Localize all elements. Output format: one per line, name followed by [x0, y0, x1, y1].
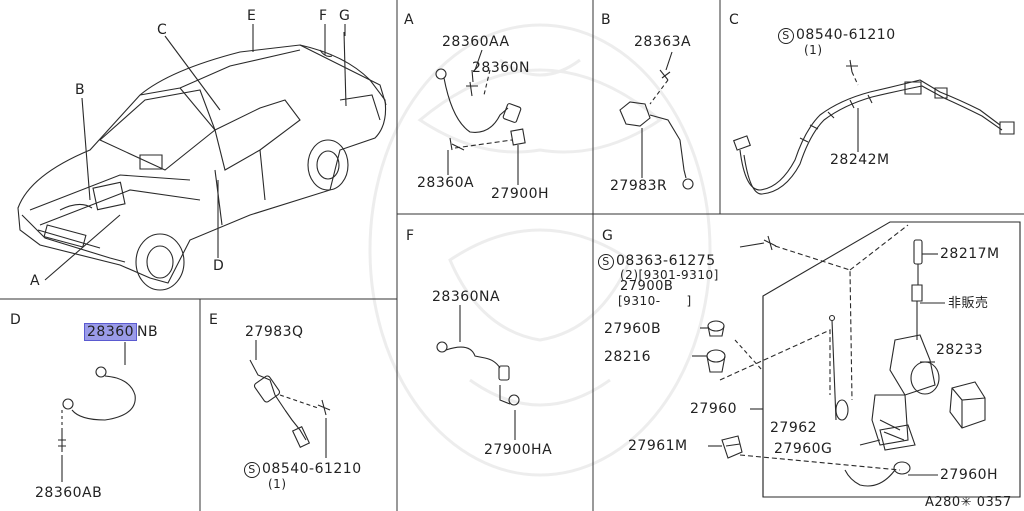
overview-callout-g: G [339, 8, 351, 24]
overview-callout-f: F [319, 8, 328, 24]
part-label: 28360AA [442, 34, 510, 50]
panel-b-title: B [601, 12, 611, 28]
part-label: 28217M [940, 246, 1000, 262]
panel-c-title: C [729, 12, 739, 28]
figure-code: A280✳ 0357 [925, 495, 1012, 510]
part-label: 27960 [690, 401, 738, 417]
part-label: 28233 [936, 342, 984, 358]
overview-callout-e: E [247, 8, 257, 24]
screw-symbol-icon: S [778, 28, 794, 44]
screw-code: 08540-61210 [796, 27, 896, 43]
overview-callout-d: D [213, 258, 225, 274]
screw-symbol-icon: S [244, 462, 260, 478]
screw-code: 08540-61210 [262, 461, 362, 477]
part-label: 27962 [770, 420, 818, 436]
screw-note: (2)[9301-9310] [620, 268, 719, 282]
part-label: 28360NA [432, 289, 501, 305]
panel-c-drawing [734, 60, 1014, 194]
screw-qty: (1) [268, 477, 287, 491]
overview-callout-c: C [157, 22, 168, 38]
panel-a-title: A [404, 12, 414, 28]
overview-callout-a: A [30, 273, 41, 289]
part-suffix: NB [137, 324, 159, 340]
part-label: 28242M [830, 152, 890, 168]
watermark-emblem [370, 25, 710, 475]
part-label: 27960B [604, 321, 662, 337]
part-label: 27900B [620, 279, 674, 294]
part-label: 27900HA [484, 442, 553, 458]
part-label: 非販売 [948, 296, 989, 311]
part-label: 28360AB [35, 485, 103, 501]
part-label: 28363A [634, 34, 692, 50]
part-label: 28216 [604, 349, 652, 365]
panel-g-drawing [692, 222, 1020, 497]
part-label: 27900H [491, 186, 550, 202]
panel-f-title: F [406, 228, 415, 244]
panel-d-title: D [10, 312, 21, 328]
part-highlight[interactable]: 28360 [84, 323, 138, 341]
panel-e-drawing [250, 340, 330, 458]
panel-d-drawing [58, 342, 135, 482]
part-label: 27983Q [245, 324, 304, 340]
part-label: 27983R [610, 178, 668, 194]
part-label: 28360A [417, 175, 475, 191]
panel-f-drawing [437, 305, 519, 440]
panel-e-title: E [209, 312, 218, 328]
panel-g-title: G [602, 228, 613, 244]
part-label: 27961M [628, 438, 688, 454]
car-illustration [18, 24, 386, 290]
part-label: 27960H [940, 467, 999, 483]
screw-qty: (1) [804, 43, 823, 57]
overview-callout-b: B [75, 82, 86, 98]
panel-a-drawing [436, 50, 525, 185]
part-label: 28360N [472, 60, 531, 76]
screw-code: 08363-61275 [616, 253, 716, 269]
screw-symbol-icon: S [598, 254, 614, 270]
panel-b-drawing [620, 52, 693, 189]
part-label: 27960G [774, 441, 833, 457]
screw-note: [9310- ] [618, 294, 692, 308]
